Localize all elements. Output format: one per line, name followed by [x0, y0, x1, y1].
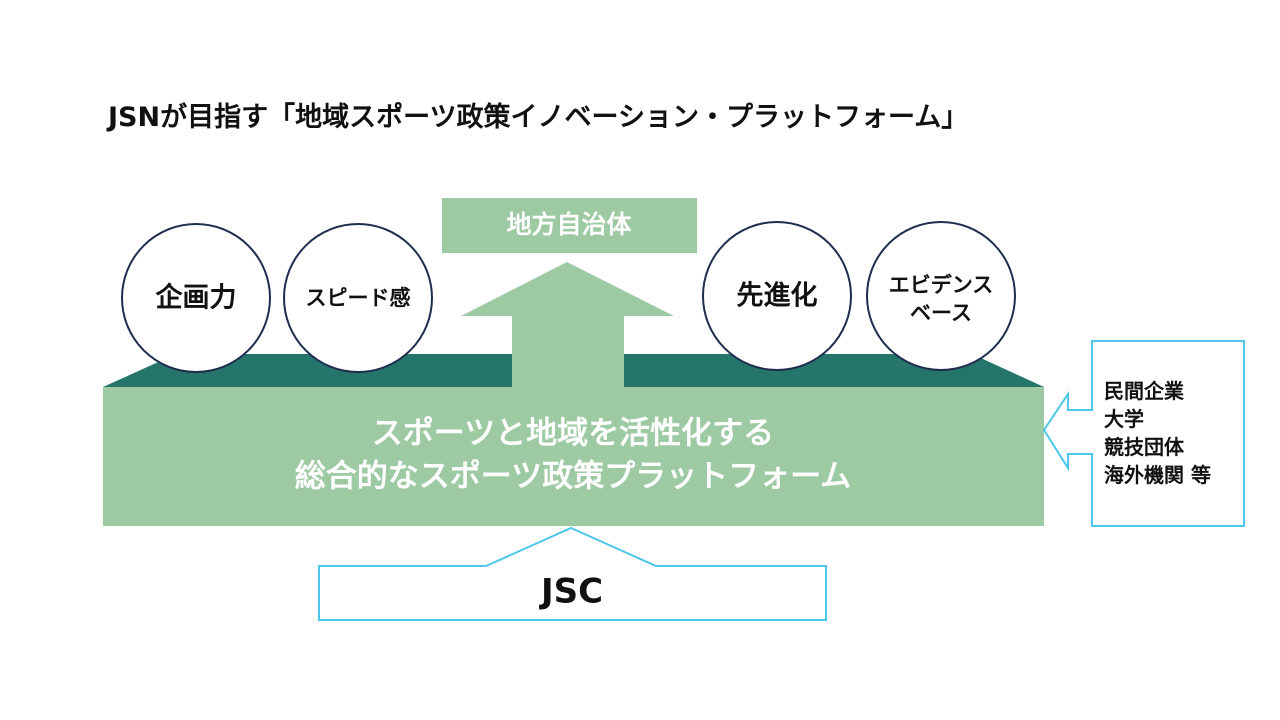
platform-text-line1: スポーツと地域を活性化する: [372, 416, 774, 452]
circle-advanced: 先進化: [702, 221, 852, 371]
local-government-box: [442, 198, 697, 253]
circle-advanced-label: 先進化: [737, 281, 818, 312]
circle-speed-label: スピード感: [306, 286, 411, 310]
local-government-label: 地方自治体: [506, 210, 632, 239]
circle-speed: スピード感: [283, 223, 433, 373]
side-callout-box: [1042, 340, 1245, 527]
platform-text-line2: 総合的なスポーツ政策プラットフォーム: [295, 459, 851, 495]
jsc-callout-box: [318, 526, 827, 621]
upward-arrow: [461, 262, 674, 390]
circle-evidence-label-line2: ベース: [910, 301, 972, 325]
page-title: JSNが目指す「地域スポーツ政策イノベーション・プラットフォーム」: [106, 101, 968, 133]
circle-planning: 企画力: [121, 223, 271, 373]
side-item-universities: 大学: [1104, 407, 1144, 431]
jsc-label: JSC: [539, 572, 603, 612]
circle-evidence-label-line1: エビデンス: [889, 273, 994, 297]
side-item-sports-organizations: 競技団体: [1104, 435, 1185, 459]
platform-box: [103, 387, 1044, 526]
circle-evidence: エビデンス ベース: [866, 221, 1016, 371]
circle-planning-label: 企画力: [156, 282, 237, 314]
side-item-overseas-institutions: 海外機関 等: [1104, 463, 1211, 487]
side-item-companies: 民間企業: [1104, 379, 1185, 403]
